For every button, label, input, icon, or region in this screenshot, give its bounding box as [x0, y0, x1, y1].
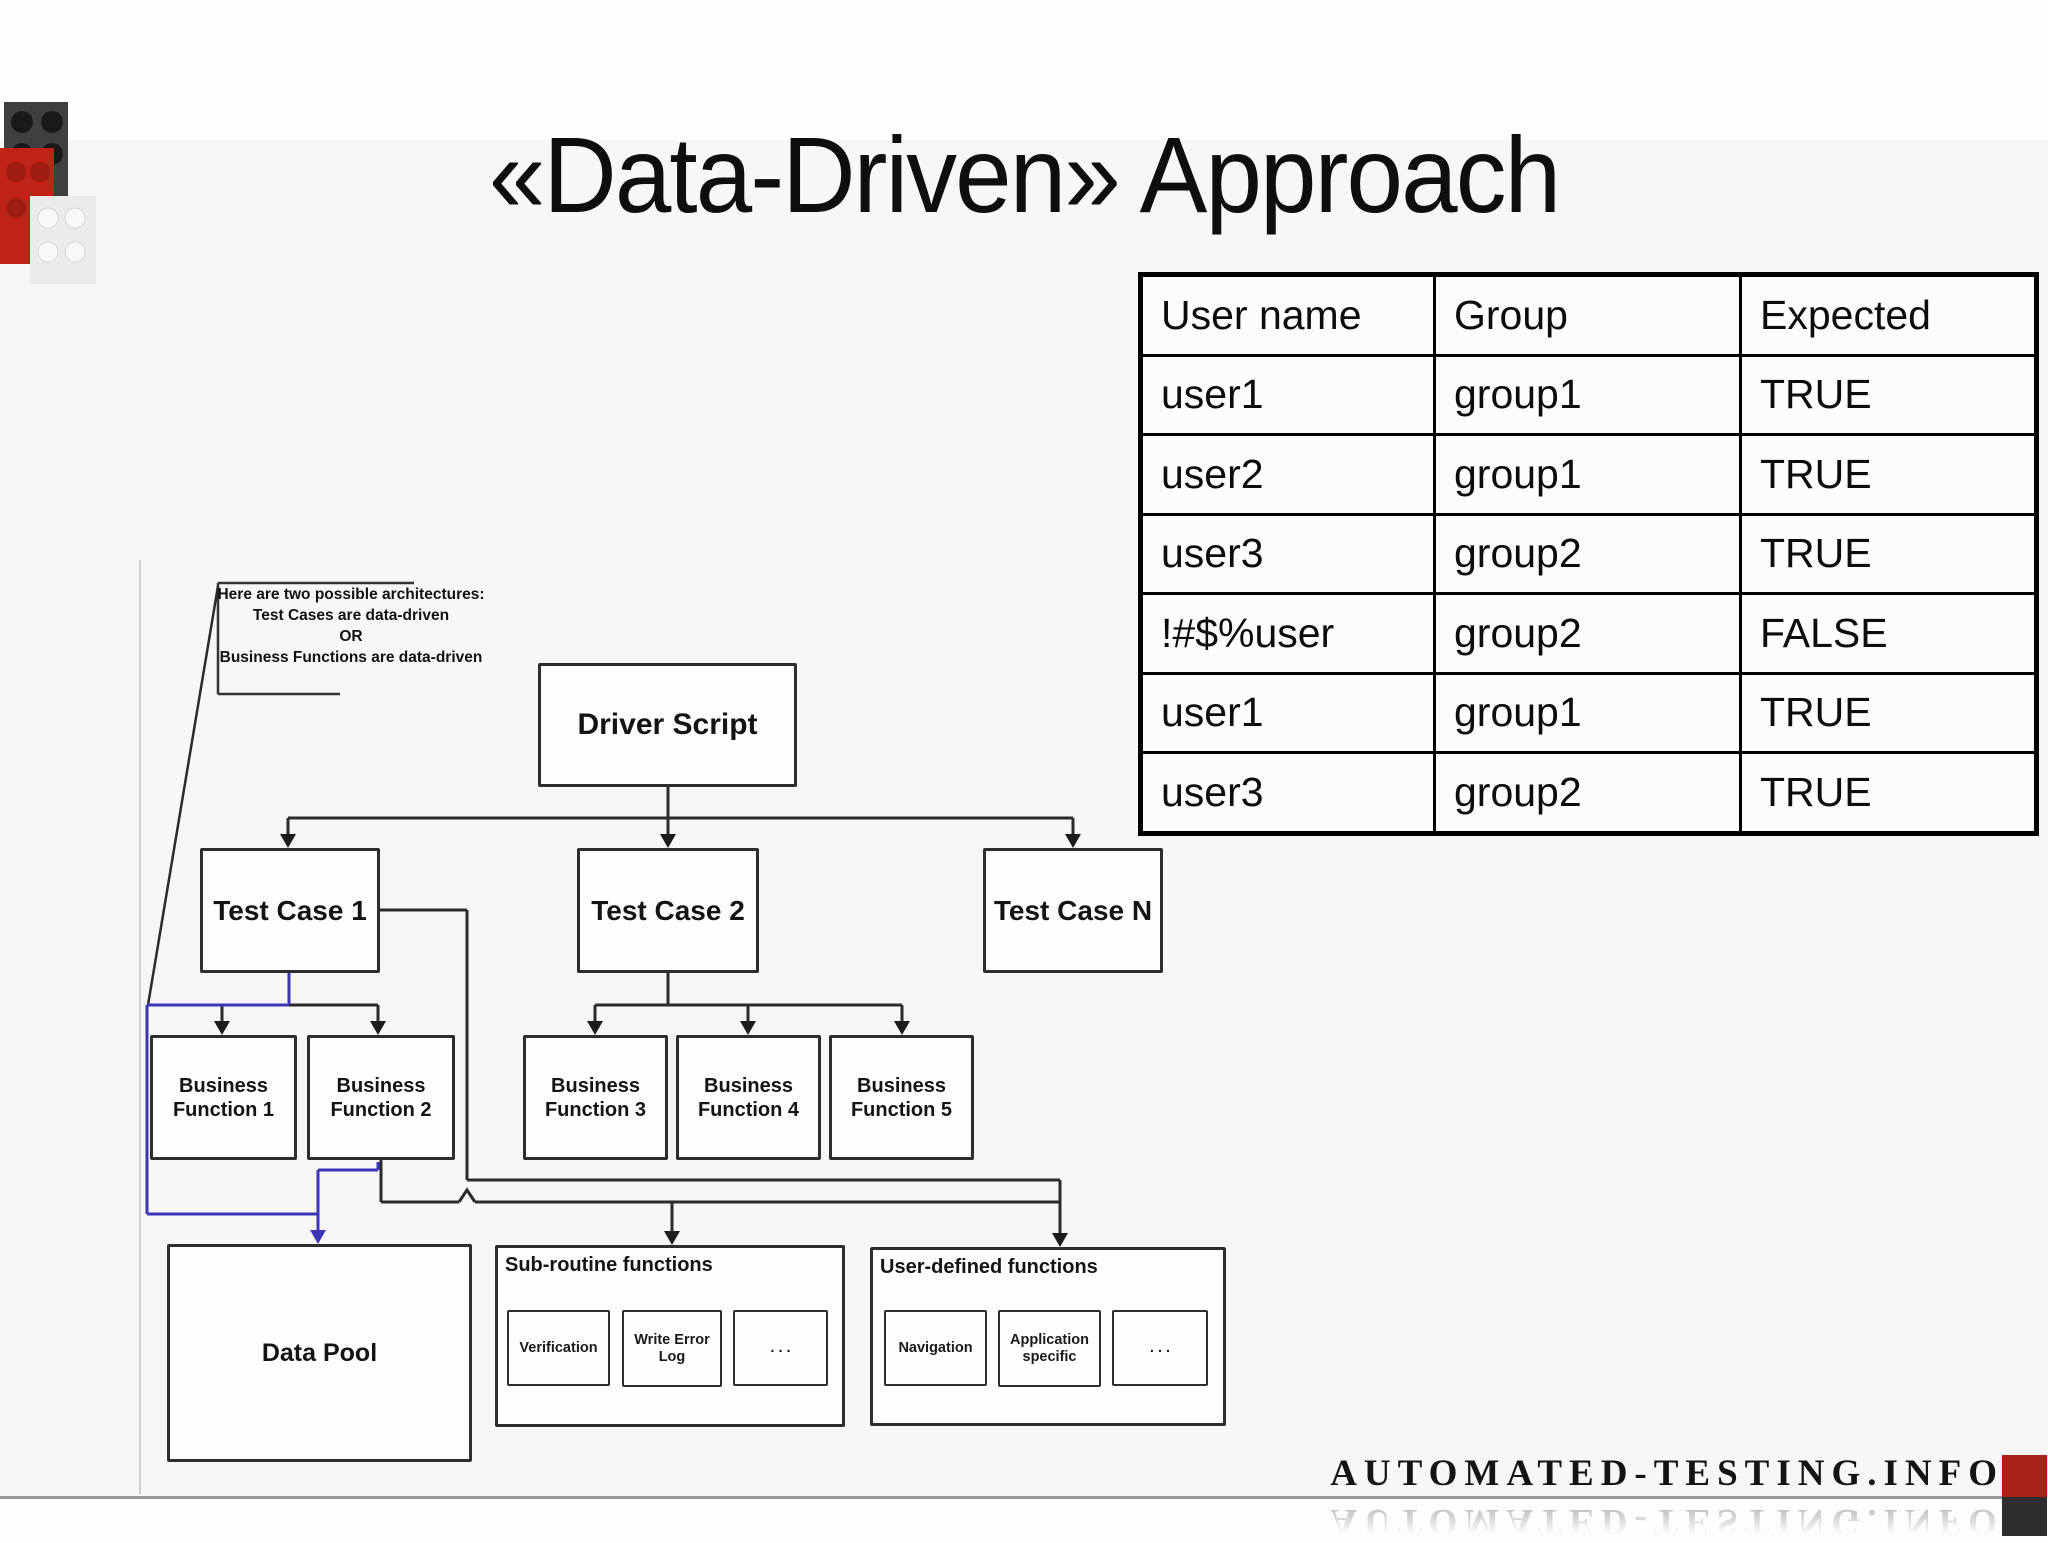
- test-case-2-label: Test Case 2: [591, 894, 745, 926]
- cell-user: !#$%user: [1139, 592, 1436, 675]
- note-line-2: Test Cases are data-driven: [252, 607, 450, 624]
- cell-expected: TRUE: [1739, 433, 2038, 516]
- cell-group: group1: [1433, 353, 1742, 436]
- cell-user: user2: [1139, 433, 1436, 516]
- bf2-line1: Business: [336, 1074, 426, 1097]
- test-case-n-box: Test Case N: [983, 848, 1163, 973]
- cell-user: user3: [1139, 512, 1436, 595]
- user-defined-functions-title: User-defined functions: [880, 1256, 1098, 1278]
- brand-reflection: AUTOMATED-TESTING.INFO: [1330, 1501, 2004, 1542]
- bf4-line1: Business: [704, 1074, 793, 1097]
- footer-divider: [0, 1496, 2006, 1499]
- table-row: !#$%user group2 FALSE: [1139, 592, 2038, 675]
- cell-group: group2: [1433, 751, 1742, 835]
- bf2-line2: Function 2: [330, 1098, 432, 1121]
- cell-expected: TRUE: [1739, 353, 2038, 436]
- architecture-note: Here are two possible architectures: Tes…: [212, 584, 490, 668]
- test-case-2-box: Test Case 2: [577, 848, 759, 973]
- corner-red-brick: [2002, 1455, 2047, 1497]
- bf5-line1: Business: [857, 1074, 946, 1097]
- test-data-table: User name Group Expected user1 group1 TR…: [1138, 272, 2039, 836]
- page-title: «Data-Driven» Approach: [488, 114, 1561, 235]
- cell-user: user1: [1139, 353, 1436, 436]
- driver-script-box: Driver Script: [538, 663, 797, 787]
- test-case-n-label: Test Case N: [993, 894, 1153, 926]
- table-row: user3 group2 TRUE: [1139, 751, 2038, 835]
- cell-user: user1: [1139, 671, 1436, 754]
- cell-group: group1: [1433, 433, 1742, 516]
- business-function-5-box: Business Function 5: [829, 1035, 974, 1160]
- navigation-box: Navigation: [884, 1310, 987, 1386]
- cell-expected: TRUE: [1739, 751, 2038, 835]
- business-function-1-box: Business Function 1: [150, 1035, 297, 1160]
- cell-expected: TRUE: [1739, 512, 2038, 595]
- business-function-3-box: Business Function 3: [523, 1035, 668, 1160]
- table-header-row: User name Group Expected: [1139, 273, 2038, 357]
- lego-bricks-logo: [0, 102, 96, 284]
- test-case-1-label: Test Case 1: [213, 894, 367, 926]
- table-row: user3 group2 TRUE: [1139, 512, 2038, 595]
- data-pool-label: Data Pool: [261, 1338, 378, 1367]
- header-group: Group: [1433, 273, 1742, 357]
- cell-expected: TRUE: [1739, 671, 2038, 754]
- note-line-4: Business Functions are data-driven: [219, 649, 483, 666]
- brand-text: AUTOMATED-TESTING.INFO: [1330, 1453, 2004, 1494]
- data-pool-box: Data Pool: [167, 1244, 472, 1462]
- bf3-line2: Function 3: [544, 1098, 647, 1121]
- header-user-name: User name: [1139, 273, 1436, 357]
- cell-expected: FALSE: [1739, 592, 2038, 675]
- bf1-line2: Function 1: [172, 1098, 275, 1121]
- cell-user: user3: [1139, 751, 1436, 835]
- corner-dark-brick: [2002, 1497, 2047, 1536]
- note-line-1: Here are two possible architectures:: [217, 586, 485, 603]
- cell-group: group2: [1433, 592, 1742, 675]
- write-error-log-box: Write Error Log: [622, 1310, 722, 1387]
- header-expected: Expected: [1739, 273, 2038, 357]
- test-case-1-box: Test Case 1: [200, 848, 380, 973]
- bf1-line1: Business: [179, 1074, 268, 1097]
- table-row: user1 group1 TRUE: [1139, 353, 2038, 436]
- table-row: user1 group1 TRUE: [1139, 671, 2038, 754]
- bf5-line2: Function 5: [850, 1098, 953, 1121]
- subroutine-functions-title: Sub-routine functions: [505, 1254, 713, 1276]
- bf4-line2: Function 4: [697, 1098, 800, 1121]
- subroutine-ellipsis-box: . . .: [733, 1310, 828, 1386]
- cell-group: group1: [1433, 671, 1742, 754]
- verification-box: Verification: [507, 1310, 610, 1386]
- business-function-4-box: Business Function 4: [676, 1035, 821, 1160]
- bf3-line1: Business: [551, 1074, 640, 1097]
- user-defined-ellipsis-box: . . .: [1112, 1310, 1208, 1386]
- table-row: user2 group1 TRUE: [1139, 433, 2038, 516]
- business-function-2-box: Business Function 2: [307, 1035, 455, 1160]
- driver-script-label: Driver Script: [577, 708, 758, 741]
- note-line-3: OR: [339, 628, 363, 645]
- cell-group: group2: [1433, 512, 1742, 595]
- application-specific-box: Application specific: [998, 1310, 1101, 1387]
